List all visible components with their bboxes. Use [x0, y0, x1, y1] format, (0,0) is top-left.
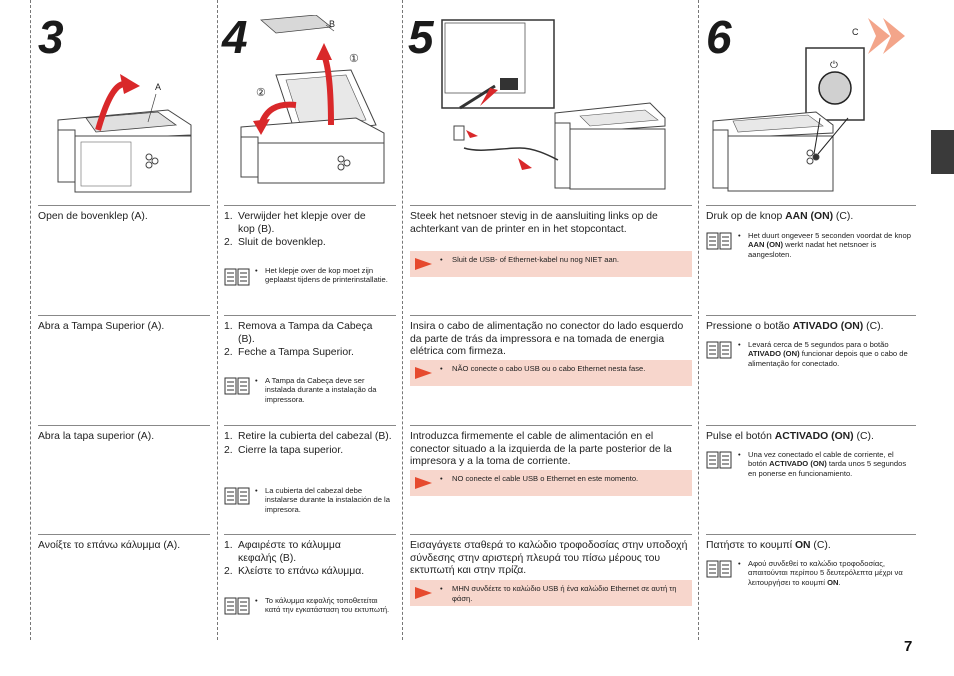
- list-num: 2.: [224, 444, 233, 456]
- pt-step4-item2: Feche a Tampa Superior.: [238, 347, 354, 358]
- el-step5-text: Εισαγάγετε σταθερά το καλώδιο τροφοδοσία…: [410, 540, 688, 576]
- el-step5-warning: • ΜΗΝ συνδέετε το καλώδιο USB ή ένα καλώ…: [410, 580, 692, 606]
- printer-open-cover-illustration: [57, 74, 192, 193]
- row-rule: [410, 315, 692, 316]
- warning-flag-icon: [415, 258, 432, 270]
- pt-step6-note: •Levará cerca de 5 segundos para o botão…: [738, 340, 908, 368]
- callout-a: A: [155, 82, 162, 92]
- row-rule: [706, 534, 916, 535]
- el-step4-note: •Το κάλυμμα κεφαλής τοποθετείται κατά τη…: [255, 596, 390, 615]
- es-step5-text: Introduzca firmemente el cable de alimen…: [410, 431, 672, 467]
- printer-remove-head-cover-illustration: [240, 15, 385, 184]
- list-num: 2.: [224, 237, 233, 248]
- el-step3-text: Ανοίξτε το επάνω κάλυμμα (A).: [38, 540, 181, 551]
- el-step4-item2: Κλείστε το επάνω κάλυμμα.: [238, 566, 365, 577]
- step-number-3: 3: [38, 11, 64, 63]
- note-book-icon: [224, 487, 250, 505]
- row-rule: [224, 315, 396, 316]
- row-rule: [224, 205, 396, 206]
- section-tab: [931, 130, 954, 174]
- el-step6-text: Πατήστε το κουμπί ON (C).: [706, 540, 831, 551]
- list-num: 1.: [224, 211, 233, 222]
- nl-step4-item1: Verwijder het klepje over de kop (B).: [238, 211, 366, 235]
- warning-flag-icon: [415, 477, 432, 489]
- nl-step3-text: Open de bovenklep (A).: [38, 211, 148, 222]
- row-rule: [38, 205, 210, 206]
- el-step4-list: 1. Αφαιρέστε το κάλυμμα κεφαλής (B). 2. Κλ…: [224, 540, 374, 580]
- row-rule: [38, 534, 210, 535]
- nl-step5-text: Steek het netsnoer stevig in de aansluit…: [410, 211, 658, 235]
- es-step4-item2: Cierre la tapa superior.: [238, 444, 344, 456]
- list-num: 1.: [224, 540, 233, 551]
- es-step6-text: Pulse el botón ACTIVADO (ON) (C).: [706, 431, 874, 442]
- row-rule: [224, 534, 396, 535]
- divider: [698, 0, 699, 640]
- page-number: 7: [904, 638, 913, 655]
- step-number-4: 4: [222, 11, 248, 63]
- row-rule: [706, 425, 916, 426]
- es-step6-note: •Una vez conectado el cable de corriente…: [738, 450, 907, 478]
- pt-step5-warning: • NÃO conecte o cabo USB ou o cabo Ether…: [410, 360, 692, 386]
- row-rule: [38, 425, 210, 426]
- row-rule: [224, 425, 396, 426]
- step-number-6: 6: [706, 11, 732, 63]
- es-step5-warning: • NO conecte el cable USB o Ethernet en …: [410, 470, 692, 496]
- step-number-5: 5: [408, 11, 434, 63]
- pt-step5-text: Insira o cabo de alimentação no conector…: [410, 321, 684, 357]
- pt-step4-list: 1. Remova a Tampa da Cabeça (B). 2. Feche …: [224, 321, 374, 361]
- es-step4-note: •La cubierta del cabezal debe instalarse…: [255, 486, 390, 514]
- el-step4-item1: Αφαιρέστε το κάλυμμα κεφαλής (B).: [238, 540, 341, 564]
- printer-power-cord-illustration: [441, 19, 666, 190]
- row-rule: [706, 315, 916, 316]
- nl-step4-note: •Het klepje over de kop moet zijn geplaa…: [255, 266, 388, 285]
- row-rule: [410, 534, 692, 535]
- note-book-icon: [706, 560, 732, 578]
- nl-step4-list: 1.Verwijder het klepje over de kop (B). …: [224, 211, 374, 251]
- el-step6-note: •Αφού συνδεθεί το καλώδιο τροφοδοσίας, α…: [738, 559, 903, 587]
- nl-step5-warning: • Sluit de USB- of Ethernet-kabel nu nog…: [410, 251, 692, 277]
- callout-b: B: [329, 19, 336, 29]
- callout-one: ①: [349, 53, 359, 65]
- pt-step6-text: Pressione o botão ATIVADO (ON) (C).: [706, 321, 884, 332]
- es-step4-item1: Retire la cubierta del cabezal (B).: [238, 431, 392, 442]
- nl-step4-item2: Sluit de bovenklep.: [238, 237, 326, 248]
- warning-flag-icon: [415, 367, 432, 379]
- note-book-icon: [224, 268, 250, 286]
- note-book-icon: [706, 341, 732, 359]
- divider: [217, 0, 218, 640]
- es-step4-list: 1. Retire la cubierta del cabezal (B). 2.…: [224, 431, 396, 458]
- row-rule: [706, 205, 916, 206]
- nl-step6-text: Druk op de knop AAN (ON) (C).: [706, 211, 854, 222]
- callout-c: C: [852, 27, 859, 37]
- note-book-icon: [706, 232, 732, 250]
- list-num: 1.: [224, 431, 233, 442]
- note-book-icon: [224, 597, 250, 615]
- divider: [402, 0, 403, 640]
- row-rule: [38, 315, 210, 316]
- row-rule: [410, 205, 692, 206]
- svg-text:⏻: ⏻: [830, 60, 838, 71]
- pt-step4-item1: Remova a Tampa da Cabeça (B).: [238, 321, 373, 345]
- printer-power-button-illustration: ⏻: [712, 18, 905, 192]
- note-book-icon: [224, 377, 250, 395]
- warning-flag-icon: [415, 587, 432, 599]
- nl-step6-note: •Het duurt ongeveer 5 seconden voordat d…: [738, 231, 911, 259]
- list-num: 2.: [224, 566, 233, 577]
- divider: [30, 0, 31, 640]
- row-rule: [410, 425, 692, 426]
- pt-step4-note: •A Tampa da Cabeça deve ser instalada du…: [255, 376, 377, 404]
- callout-two: ②: [256, 87, 266, 99]
- list-num: 2.: [224, 347, 233, 358]
- note-book-icon: [706, 451, 732, 469]
- es-step3-text: Abra la tapa superior (A).: [38, 431, 155, 442]
- pt-step3-text: Abra a Tampa Superior (A).: [38, 321, 165, 332]
- list-num: 1.: [224, 321, 233, 332]
